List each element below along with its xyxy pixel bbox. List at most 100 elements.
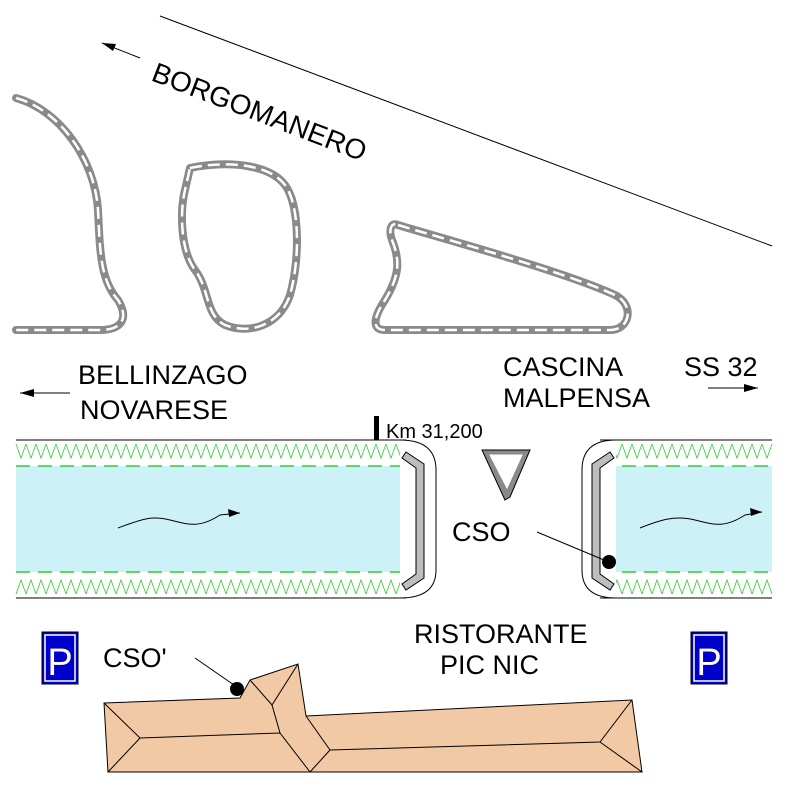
grass-tuft [365, 578, 377, 595]
grass-tuft [35, 578, 47, 595]
grass-tuft [691, 578, 703, 595]
grass-tuft [105, 578, 117, 595]
grass-tuft [85, 578, 97, 595]
bellinzago-arrow-icon [20, 389, 70, 397]
grass-tuft [345, 443, 357, 460]
grass-tuft [661, 443, 673, 460]
grass-tuft [721, 578, 733, 595]
grass-tuft [305, 578, 317, 595]
km-label: Km 31,200 [386, 421, 483, 443]
grass-tuft [145, 578, 157, 595]
grass-tuft [205, 578, 217, 595]
grass-tuft [25, 443, 37, 460]
grass-tuft [295, 578, 307, 595]
grass-tuft [235, 443, 247, 460]
cso-point-marker-icon [602, 555, 616, 569]
grass-tuft [761, 578, 773, 595]
grass-tuft [115, 578, 127, 595]
ss32-arrow-icon [708, 384, 758, 392]
grass-tuft [155, 578, 167, 595]
canal-right [600, 439, 773, 599]
cso-label: CSO [452, 517, 511, 547]
cascina-label-line2: MALPENSA [503, 383, 650, 413]
grass-tuft [15, 578, 27, 595]
flow-arrow-icon [117, 512, 241, 529]
road-triangle [371, 220, 632, 334]
grass-tuft [255, 578, 267, 595]
grass-tuft [701, 578, 713, 595]
grass-tuft [225, 443, 237, 460]
grass-tuft [45, 578, 57, 595]
grass-tuft [75, 443, 87, 460]
borgomanero-label: BORGOMANERO [148, 57, 371, 167]
parking-right-label: P [696, 642, 721, 684]
grass-tuft [751, 443, 763, 460]
culvert-head-left [399, 439, 437, 599]
grass-tuft [125, 578, 137, 595]
grass-tuft [651, 443, 663, 460]
culvert-head-right [581, 439, 617, 599]
grass-tuft [115, 443, 127, 460]
grass-tuft [671, 443, 683, 460]
grass-tuft [355, 578, 367, 595]
ss32-label: SS 32 [684, 352, 758, 382]
parking-sign-right: P [690, 631, 728, 685]
grass-tuft [681, 443, 693, 460]
borgomanero-arrow-icon [101, 42, 141, 59]
grass-tuft [711, 578, 723, 595]
grass-tuft [225, 578, 237, 595]
parking-sign-left: P [41, 631, 79, 685]
grass-tuft [641, 443, 653, 460]
grass-tuft [165, 578, 177, 595]
grass-tuft [155, 443, 167, 460]
grass-tuft [195, 443, 207, 460]
grass-tuft [741, 578, 753, 595]
flow-arrow-icon [639, 511, 763, 529]
grass-tuft [731, 443, 743, 460]
grass-tuft [325, 443, 337, 460]
grass-tuft [721, 443, 733, 460]
grass-tuft [185, 578, 197, 595]
grass-tuft [285, 443, 297, 460]
grass-tuft [165, 443, 177, 460]
cso-prime-point-marker-icon [230, 682, 244, 696]
grass-tuft [175, 443, 187, 460]
grass-tuft [185, 443, 197, 460]
grass-tuft [295, 443, 307, 460]
grass-tuft [681, 578, 693, 595]
grass-tuft [35, 443, 47, 460]
grass-tuft [711, 443, 723, 460]
canal-left [15, 439, 407, 599]
ristorante-label-line1: RISTORANTE [414, 619, 588, 649]
grass-tuft [691, 443, 703, 460]
grass-tuft [335, 578, 347, 595]
grass-tuft [85, 443, 97, 460]
grass-tuft [355, 443, 367, 460]
grass-tuft [741, 443, 753, 460]
grass-tuft [105, 443, 117, 460]
grass-tuft [375, 578, 387, 595]
cso-prime-label: CSO' [103, 643, 167, 673]
grass-tuft [215, 578, 227, 595]
grass-tuft [761, 443, 773, 460]
cso-leader [536, 531, 605, 561]
grass-tuft [661, 578, 673, 595]
grass-tuft [375, 443, 387, 460]
grass-tuft [75, 578, 87, 595]
grass-tuft [285, 578, 297, 595]
grass-tuft [335, 443, 347, 460]
grass-tuft [315, 443, 327, 460]
grass-tuft [245, 578, 257, 595]
grass-tuft [145, 443, 157, 460]
grass-tuft [15, 443, 27, 460]
grass-tuft [135, 578, 147, 595]
parking-left-label: P [47, 642, 72, 684]
grass-tuft [245, 443, 257, 460]
grass-tuft [621, 443, 633, 460]
grass-tuft [175, 578, 187, 595]
grass-tuft [651, 578, 663, 595]
grass-tuft [25, 578, 37, 595]
km-marker-icon [374, 416, 379, 440]
grass-tuft [731, 578, 743, 595]
